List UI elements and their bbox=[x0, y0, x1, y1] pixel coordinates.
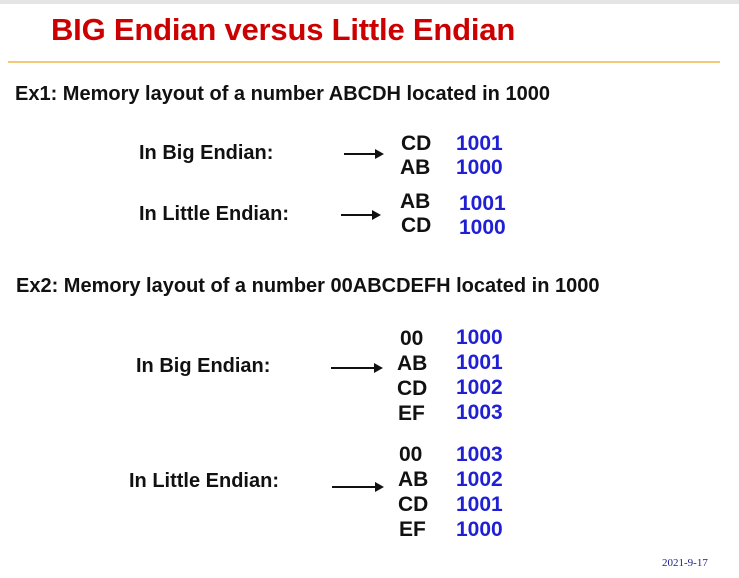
ex2-big-byte-2: CD bbox=[397, 377, 428, 400]
ex2-big-endian-arrow bbox=[331, 362, 383, 374]
ex2-little-address-0: 1003 bbox=[456, 443, 503, 466]
ex1-big-byte-0: CD bbox=[401, 132, 432, 155]
ex2-big-byte-3: EF bbox=[398, 402, 425, 425]
ex2-big-address-0: 1000 bbox=[456, 326, 503, 349]
ex2-little-endian-arrow bbox=[332, 481, 384, 493]
ex1-big-endian-arrow bbox=[344, 148, 384, 160]
ex2-little-address-1: 1002 bbox=[456, 468, 503, 491]
ex1-little-byte-0: AB bbox=[400, 190, 431, 213]
ex2-heading: Ex2: Memory layout of a number 00ABCDEFH… bbox=[16, 275, 600, 297]
ex2-big-byte-1: AB bbox=[397, 352, 428, 375]
slide-date: 2021-9-17 bbox=[662, 557, 708, 569]
ex2-little-byte-0: 00 bbox=[399, 443, 423, 466]
ex2-little-byte-2: CD bbox=[398, 493, 429, 516]
ex2-big-byte-0: 00 bbox=[400, 327, 424, 350]
ex1-little-byte-1: CD bbox=[401, 214, 432, 237]
ex2-little-address-3: 1000 bbox=[456, 518, 503, 541]
ex1-little-endian-label: In Little Endian: bbox=[139, 203, 289, 225]
slide-title: BIG Endian versus Little Endian bbox=[51, 12, 516, 47]
ex1-heading: Ex1: Memory layout of a number ABCDH loc… bbox=[15, 83, 550, 105]
ex1-little-endian-arrow bbox=[341, 209, 381, 221]
ex2-big-address-2: 1002 bbox=[456, 376, 503, 399]
ex1-little-address-1: 1000 bbox=[459, 216, 506, 239]
ex1-big-endian-label: In Big Endian: bbox=[139, 142, 274, 164]
ex2-little-endian-label: In Little Endian: bbox=[129, 470, 279, 492]
top-border bbox=[0, 0, 739, 4]
ex1-big-address-0: 1001 bbox=[456, 132, 503, 155]
title-underline bbox=[8, 61, 720, 63]
ex2-little-byte-3: EF bbox=[399, 518, 426, 541]
ex2-big-address-1: 1001 bbox=[456, 351, 503, 374]
ex2-big-address-3: 1003 bbox=[456, 401, 503, 424]
ex2-little-byte-1: AB bbox=[398, 468, 429, 491]
ex2-little-address-2: 1001 bbox=[456, 493, 503, 516]
ex1-big-byte-1: AB bbox=[400, 156, 431, 179]
ex2-big-endian-label: In Big Endian: bbox=[136, 355, 271, 377]
ex1-big-address-1: 1000 bbox=[456, 156, 503, 179]
ex1-little-address-0: 1001 bbox=[459, 192, 506, 215]
